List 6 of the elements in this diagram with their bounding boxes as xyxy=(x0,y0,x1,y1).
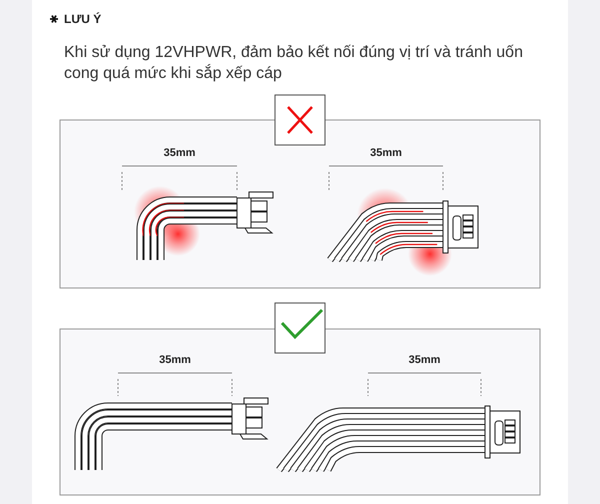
dimension-label: 35mm xyxy=(158,354,192,366)
dimension-label: 35mm xyxy=(162,147,196,159)
note-text: Khi sử dụng 12VHPWR, đảm bảo kết nối đúng vị trí và tránh uốn cong quá mức khi sắp xếp cáp xyxy=(64,43,524,84)
dimension-label: 35mm xyxy=(369,147,403,159)
note-heading: LƯU Ý xyxy=(64,12,102,26)
dimension-label: 35mm xyxy=(408,354,442,366)
